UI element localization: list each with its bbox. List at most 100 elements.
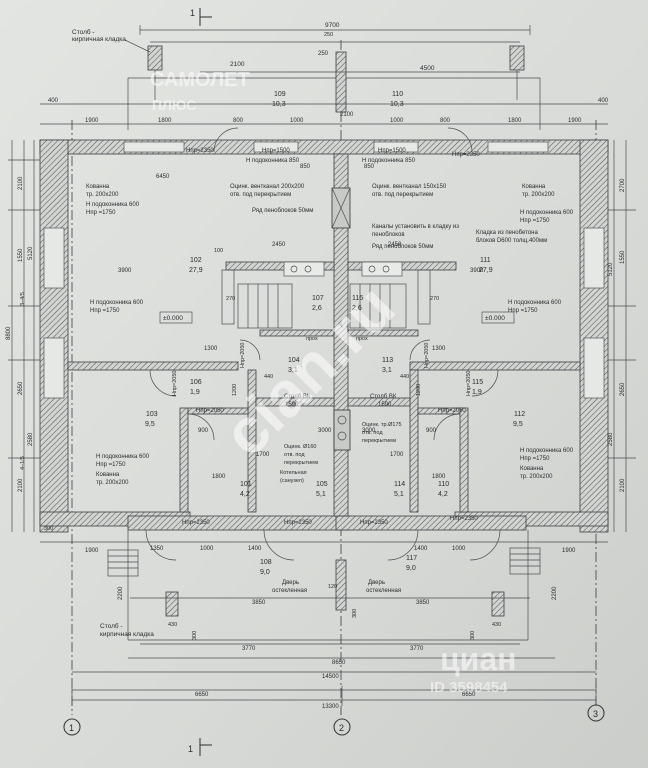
dim-1900a: 1900	[85, 118, 99, 124]
note-hpr2350-5: Нпр=2350	[360, 520, 388, 526]
axis-note-left-1: 3–4/5	[20, 292, 26, 306]
room-104-area: 3,1	[288, 367, 298, 374]
note-hpr2050-c: Нпр=2050	[172, 371, 178, 396]
left-dimension-lines	[8, 140, 636, 532]
note-sill850-2: Н подоконника 850	[362, 158, 416, 164]
dim-850b: 850	[364, 164, 375, 170]
note-vent4a: Оцинк. Ø160	[284, 444, 316, 450]
dim-1700b: 1700	[390, 452, 404, 458]
svg-text:2: 2	[339, 723, 344, 733]
dim-bot-430b: 430	[492, 622, 501, 628]
note-flight-1: прох	[306, 336, 318, 342]
dim-bot-300b: 300	[470, 631, 476, 640]
dim-left-8800: 8800	[6, 326, 12, 340]
room-117-num: 117	[406, 555, 417, 562]
note-hpr2050-b: Нпр=2050	[438, 408, 466, 414]
axis-bubble-2: 2	[333, 718, 351, 736]
room-111-area: 27,9	[479, 267, 493, 274]
dim-left-2650: 2650	[18, 381, 24, 395]
dim-1200a: 1200	[232, 384, 238, 396]
dim-1350: 1350	[150, 546, 164, 552]
room-102-num: 102	[190, 257, 202, 264]
room-103-num: 103	[146, 411, 158, 418]
dim-100: 100	[214, 248, 223, 254]
dim-left-2100b: 2100	[18, 478, 24, 492]
room-101-num: 101	[240, 481, 252, 488]
room-102-area: 27,9	[189, 267, 203, 274]
windows-side	[43, 227, 605, 399]
dim-top-left: 2100	[230, 61, 245, 68]
dim-top-250: 250	[318, 51, 329, 57]
dim-top-right: 4500	[420, 65, 435, 72]
leader-column-top	[124, 39, 151, 53]
section-mark-bottom: 1	[188, 738, 212, 756]
dim-left-2100: 2100	[18, 176, 24, 190]
stairs	[221, 269, 431, 329]
dim-3770b: 3770	[410, 646, 424, 652]
dim-right-5120: 5120	[608, 262, 614, 276]
dim-2450b: 2450	[388, 242, 402, 248]
dim-1900d: 1900	[562, 548, 576, 554]
room-107-num: 107	[312, 295, 324, 302]
dim-bot-2200a: 2200	[118, 586, 124, 600]
dim-270b: 270	[430, 296, 439, 302]
note-stolb-vk2: Столб ВК	[370, 394, 397, 400]
note-vent4b: отв. под	[284, 452, 305, 458]
note-vent3a: Оцинк. тр.Ø175	[362, 422, 402, 428]
note-sill600-r3: Н подоконника 600	[520, 448, 574, 454]
note-hpr2050-a: Нпр=2050	[196, 408, 224, 414]
dim-440a: 440	[264, 374, 273, 380]
watermark-cian: циан	[440, 641, 516, 677]
room-116-num: 116	[352, 295, 363, 302]
dim-8650: 8650	[332, 660, 346, 666]
note-door-l1: Дверь	[282, 580, 299, 586]
note-stolb-vk1: Столб ВК	[284, 394, 311, 400]
note-kovanna-r3: Кованна	[520, 466, 544, 472]
note-sill600-l2: Н подоконника 600	[90, 300, 144, 306]
note-hpr1500-1: Нпр=1500	[262, 148, 290, 154]
dim-1900b: 1900	[568, 118, 582, 124]
dim-left-2580: 2580	[28, 432, 34, 446]
note-hpr1750-l3: Нпр =1750	[96, 462, 126, 468]
note-kovanna-l4: тр. 200х200	[96, 480, 129, 486]
room-114-num: 114	[394, 481, 405, 488]
dim-bot-300c: 300	[352, 609, 358, 618]
note-flight-2: прох	[356, 336, 368, 342]
room-111-num: 111	[480, 257, 491, 264]
note-hpr2350-3: Нпр=2350	[182, 520, 210, 526]
room-112-area: 9,5	[513, 421, 523, 428]
note-sill600-r: Н подоконника 600	[520, 210, 574, 216]
dim-1800b: 1800	[432, 474, 446, 480]
dim-1700a: 1700	[256, 452, 270, 458]
note-foam50b: Ряд пеноблоков 50мм	[372, 244, 433, 250]
note-door-l2: остекленная	[272, 588, 307, 594]
dim-1590b: 1590	[378, 402, 392, 408]
note-hpr1500-2: Нпр=1500	[378, 148, 406, 154]
note-hpr2050-e: Нпр=2050	[240, 343, 246, 368]
dim-800b: 800	[440, 118, 451, 124]
dim-270a: 270	[226, 296, 235, 302]
svg-text:1: 1	[69, 723, 74, 733]
note-boiler1: Котельная	[280, 470, 307, 476]
top-dimension-lines	[40, 25, 608, 125]
note-vent2b: отв. под перекрытием	[372, 192, 433, 198]
dim-right-2650: 2650	[620, 382, 626, 396]
note-foam50a: Ряд пеноблоков 50мм	[252, 208, 313, 214]
dim-top-400a: 400	[48, 98, 59, 104]
room-104-num: 104	[288, 357, 300, 364]
dim-bot-300a: 300	[192, 631, 198, 640]
dim-1590a: 1590	[285, 402, 299, 408]
section-mark-top-label: 1	[190, 8, 195, 18]
dim-1000b: 1000	[452, 546, 466, 552]
dim-850a: 850	[300, 164, 311, 170]
note-kanaly1: Каналы установить в кладку из	[372, 224, 459, 230]
dim-3000b: 3000	[362, 428, 376, 434]
dim-1800a: 1800	[212, 474, 226, 480]
note-vent1a: Оцинк. вентканал 200х200	[230, 184, 305, 190]
note-vent2a: Оцинк. вентканал 150х150	[372, 184, 447, 190]
room-108-area: 9,0	[260, 569, 270, 576]
note-vent4c: перекрытием	[284, 460, 318, 466]
dim-440b: 440	[400, 374, 409, 380]
dim-bot-430a: 430	[168, 622, 177, 628]
room-107-area: 2,6	[312, 305, 322, 312]
